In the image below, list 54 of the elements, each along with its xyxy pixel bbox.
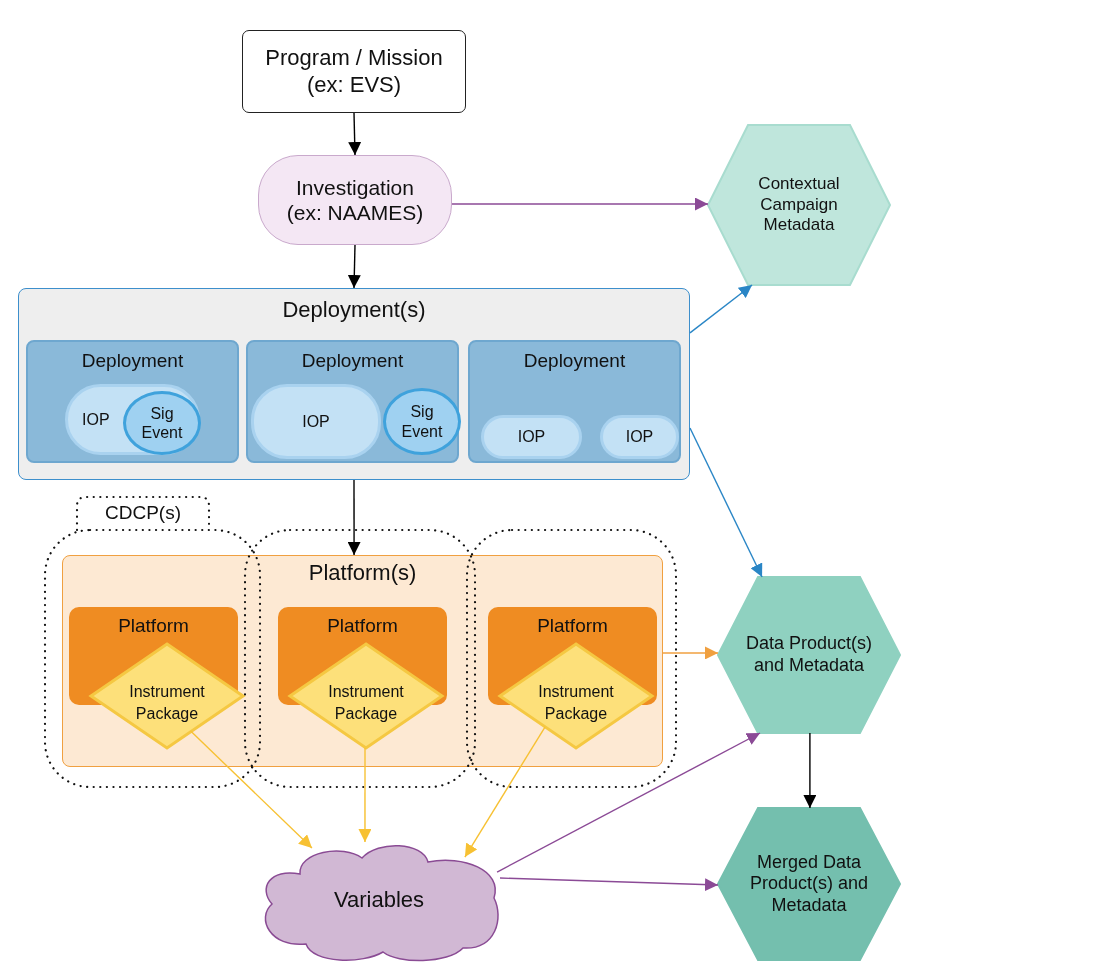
- node-title: Deployment: [80, 350, 185, 373]
- deployments-container: [18, 288, 690, 480]
- instrument-diamond: [499, 643, 653, 749]
- iop-pill: [481, 415, 582, 459]
- event-ellipse: [123, 391, 201, 455]
- program-box: [242, 30, 466, 113]
- node-title: Deployment(s): [281, 297, 427, 324]
- instrument-diamond: [90, 643, 244, 749]
- arrow: [464, 726, 546, 858]
- node-label: Sig Event: [140, 403, 184, 443]
- arrow: [347, 479, 361, 556]
- node-label: Contextual Campaign Metadata: [757, 174, 841, 236]
- arrow: [189, 730, 313, 849]
- node-title: Platform(s): [307, 560, 418, 587]
- deployment-box: [26, 340, 239, 463]
- hexagon-node: [718, 808, 900, 960]
- hexagon-node: [718, 577, 900, 733]
- node-label: Instrument Package: [327, 681, 405, 724]
- iop-pill: [251, 384, 381, 459]
- deployment-box: [246, 340, 459, 463]
- arrow: [499, 877, 719, 892]
- arrow: [358, 747, 372, 843]
- node-label: Investigation (ex: NAAMES): [285, 174, 425, 226]
- node-label: Sig Event: [400, 402, 444, 441]
- node-title: Deployment: [522, 350, 627, 373]
- arrow: [662, 646, 719, 660]
- arrow: [496, 732, 761, 873]
- node-label: Program / Mission (ex: EVS): [264, 45, 444, 98]
- arrow: [348, 112, 362, 156]
- node-label: Instrument Package: [128, 681, 206, 724]
- iop-pill: [600, 415, 679, 459]
- node-title: Platform: [326, 615, 399, 638]
- arrow: [451, 197, 709, 211]
- node-title: Deployment: [300, 350, 405, 373]
- node-label: IOP: [517, 427, 546, 447]
- node-label: Merged Data Product(s) and Metadata: [748, 851, 870, 917]
- node-label: Instrument Package: [537, 681, 615, 724]
- node-title: Platform: [536, 615, 609, 638]
- arrow: [803, 732, 817, 809]
- node-label: Variables: [333, 886, 425, 914]
- arrow: [347, 244, 361, 289]
- arrow: [689, 284, 753, 334]
- node-label: CDCP(s): [105, 501, 181, 525]
- deployment-box: [468, 340, 681, 463]
- dotted-tab: [76, 496, 210, 530]
- node-title: Platform: [117, 615, 190, 638]
- node-label: Data Product(s) and Metadata: [744, 633, 873, 677]
- platforms-container: [62, 555, 663, 767]
- node-label: IOP: [302, 411, 330, 432]
- arrow: [689, 427, 763, 578]
- instrument-diamond: [289, 643, 443, 749]
- hexagon-node: [708, 125, 890, 285]
- node-label: IOP: [625, 427, 654, 447]
- node-label: IOP: [82, 409, 110, 430]
